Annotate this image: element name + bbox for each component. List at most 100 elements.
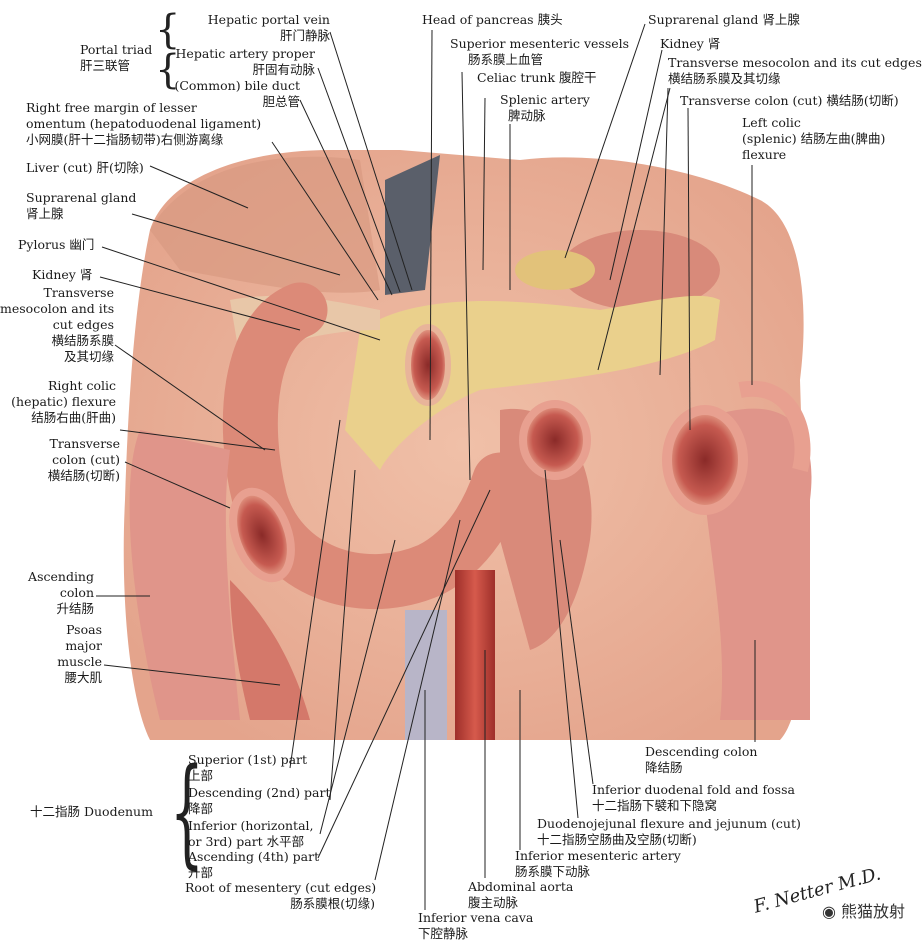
tm-left-en1: Transverse bbox=[43, 285, 114, 300]
bile-duct-zh: 胆总管 bbox=[262, 94, 300, 109]
asc-part-zh: 升部 bbox=[188, 865, 214, 880]
label-pylorus: Pylorus 幽门 bbox=[18, 237, 95, 252]
duodenum-shape bbox=[222, 282, 528, 610]
desc-part-en: Descending (2nd) part bbox=[188, 785, 331, 800]
inf-duod-en: Inferior duodenal fold and fossa bbox=[592, 782, 795, 797]
descending-zh: 降结肠 bbox=[645, 760, 683, 775]
label-duodenum-superior-part: Superior (1st) part 上部 bbox=[188, 752, 307, 784]
hepatic-artery-zh: 肝固有动脉 bbox=[252, 62, 315, 77]
inf-part-en2: or 3rd) part 水平部 bbox=[188, 834, 305, 849]
sup-mes-zh: 肠系膜上血管 bbox=[468, 52, 544, 67]
tm-right-zh: 横结肠系膜及其切缘 bbox=[668, 71, 781, 86]
label-inferior-mesenteric-artery: Inferior mesenteric artery 肠系膜下动脉 bbox=[515, 848, 681, 880]
tc-left-zh: 横结肠(切断) bbox=[47, 468, 120, 483]
ascending-zh: 升结肠 bbox=[56, 601, 94, 616]
tm-right-en: Transverse mesocolon and its cut edges bbox=[668, 55, 922, 70]
hepatic-artery-en: Hepatic artery proper bbox=[175, 46, 315, 61]
portal-triad-en: Portal triad bbox=[80, 42, 153, 57]
lesser-omentum-en1: Right free margin of lesser bbox=[26, 100, 197, 115]
label-transverse-colon-left: Transverse colon (cut) 横结肠(切断) bbox=[0, 436, 120, 484]
inf-part-en1: Inferior (horizontal, bbox=[188, 818, 314, 833]
label-hepatic-artery: Hepatic artery proper 肝固有动脉 bbox=[170, 46, 315, 78]
label-left-colic-flexure: Left colic (splenic) 结肠左曲(脾曲) flexure bbox=[742, 115, 885, 163]
right-colic-zh: 结肠右曲(肝曲) bbox=[31, 410, 116, 425]
hepatic-portal-vein-en: Hepatic portal vein bbox=[207, 12, 330, 27]
sup-mes-en: Superior mesenteric vessels bbox=[450, 36, 630, 51]
aorta-shape bbox=[455, 570, 495, 740]
label-duodenum-inferior-part: Inferior (horizontal, or 3rd) part 水平部 bbox=[188, 818, 314, 850]
desc-part-zh: 降部 bbox=[188, 801, 214, 816]
inf-mes-en: Inferior mesenteric artery bbox=[515, 848, 681, 863]
psoas-en1: Psoas bbox=[66, 622, 102, 637]
hepatic-portal-vein-zh: 肝门静脉 bbox=[279, 28, 330, 43]
lesser-omentum-zh: 小网膜(肝十二指肠韧带)右侧游离缘 bbox=[26, 132, 224, 147]
ivc-zh: 下腔静脉 bbox=[418, 926, 469, 941]
tc-left-en1: Transverse bbox=[49, 436, 120, 451]
tm-left-en3: cut edges bbox=[52, 317, 114, 332]
label-splenic-artery: Splenic artery 脾动脉 bbox=[500, 92, 590, 124]
tm-left-zh2: 及其切缘 bbox=[63, 349, 114, 364]
label-transverse-colon-right: Transverse colon (cut) 横结肠(切断) bbox=[680, 93, 899, 108]
suprarenal-shape bbox=[515, 250, 595, 290]
watermark: ◉ 熊猫放射 bbox=[822, 898, 905, 922]
label-liver-cut: Liver (cut) 肝(切除) bbox=[26, 160, 144, 175]
psoas-zh: 腰大肌 bbox=[64, 670, 102, 685]
splenic-flexure-shape bbox=[738, 380, 811, 472]
psoas-en2: major bbox=[65, 638, 102, 653]
aorta-en: Abdominal aorta bbox=[468, 879, 574, 894]
ascending-en1: Ascending bbox=[28, 569, 94, 584]
suprarenal-left-zh: 肾上腺 bbox=[26, 206, 64, 221]
suprarenal-left-en: Suprarenal gland bbox=[26, 190, 137, 205]
right-colic-en1: Right colic bbox=[48, 378, 116, 393]
label-transverse-mesocolon-right: Transverse mesocolon and its cut edges 横… bbox=[668, 55, 922, 87]
tm-left-en2: mesocolon and its bbox=[0, 301, 115, 316]
label-duodenum-ascending-part: Ascending (4th) part 升部 bbox=[188, 849, 319, 881]
sup-part-en: Superior (1st) part bbox=[188, 752, 308, 767]
lesser-omentum-en2: omentum (hepatoduodenal ligament) bbox=[26, 116, 262, 131]
label-duodenum: 十二指肠 Duodenum bbox=[30, 804, 153, 819]
label-portal-triad: Portal triad 肝三联管 bbox=[80, 42, 152, 74]
pylorus-lumen bbox=[405, 324, 451, 406]
duod-jej-en: Duodenojejunal flexure and jejunum (cut) bbox=[537, 816, 801, 831]
ascending-en2: colon bbox=[59, 585, 94, 600]
kidney-right-shape bbox=[560, 230, 720, 310]
psoas-shape bbox=[230, 580, 310, 720]
label-suprarenal-left: Suprarenal gland 肾上腺 bbox=[26, 190, 136, 222]
splenic-zh: 脾动脉 bbox=[508, 108, 546, 123]
portal-triad-brace-lower: { bbox=[155, 47, 181, 93]
inf-mes-zh: 肠系膜下动脉 bbox=[515, 864, 591, 879]
ivc-en: Inferior vena cava bbox=[418, 910, 534, 925]
label-abdominal-aorta: Abdominal aorta 腹主动脉 bbox=[468, 879, 573, 911]
label-ascending-colon: Ascending colon 升结肠 bbox=[0, 569, 94, 617]
left-colic-en2: (splenic) 结肠左曲(脾曲) bbox=[742, 131, 886, 146]
splenic-en: Splenic artery bbox=[500, 92, 590, 107]
label-inferior-vena-cava: Inferior vena cava 下腔静脉 bbox=[418, 910, 533, 942]
wechat-icon: ◉ bbox=[822, 902, 842, 921]
label-superior-mesenteric-vessels: Superior mesenteric vessels 肠系膜上血管 bbox=[450, 36, 629, 68]
label-psoas: Psoas major muscle 腰大肌 bbox=[0, 622, 102, 686]
root-mes-en: Root of mesentery (cut edges) bbox=[185, 880, 377, 895]
label-kidney-left: Kidney 肾 bbox=[32, 267, 93, 282]
root-mes-zh: 肠系膜根(切缘) bbox=[290, 896, 375, 911]
label-duodenum-descending-part: Descending (2nd) part 降部 bbox=[188, 785, 331, 817]
label-celiac-trunk: Celiac trunk 腹腔干 bbox=[477, 70, 597, 85]
duodenum-brace: { bbox=[170, 742, 204, 880]
portal-triad-brace: { bbox=[155, 7, 181, 53]
label-right-colic-flexure: Right colic (hepatic) flexure 结肠右曲(肝曲) bbox=[0, 378, 116, 426]
transverse-colon-left-lumen bbox=[229, 487, 295, 583]
duod-jej-zh: 十二指肠空肠曲及空肠(切断) bbox=[537, 832, 697, 847]
label-duodenojejunal-flexure: Duodenojejunal flexure and jejunum (cut)… bbox=[537, 816, 801, 848]
label-kidney-right: Kidney 肾 bbox=[660, 36, 721, 51]
epiploic-gap bbox=[385, 155, 440, 295]
inf-duod-zh: 十二指肠下襞和下隐窝 bbox=[592, 798, 718, 813]
label-suprarenal-right: Suprarenal gland 肾上腺 bbox=[648, 12, 800, 27]
label-lesser-omentum: Right free margin of lesser omentum (hep… bbox=[26, 100, 261, 148]
jejunum-lumen bbox=[519, 400, 591, 480]
tc-left-en2: colon (cut) bbox=[52, 452, 120, 467]
ascending-colon-shape bbox=[129, 430, 240, 720]
label-inferior-duodenal-fold: Inferior duodenal fold and fossa 十二指肠下襞和… bbox=[592, 782, 795, 814]
descending-en: Descending colon bbox=[645, 744, 758, 759]
left-colic-en3: flexure bbox=[742, 147, 787, 162]
